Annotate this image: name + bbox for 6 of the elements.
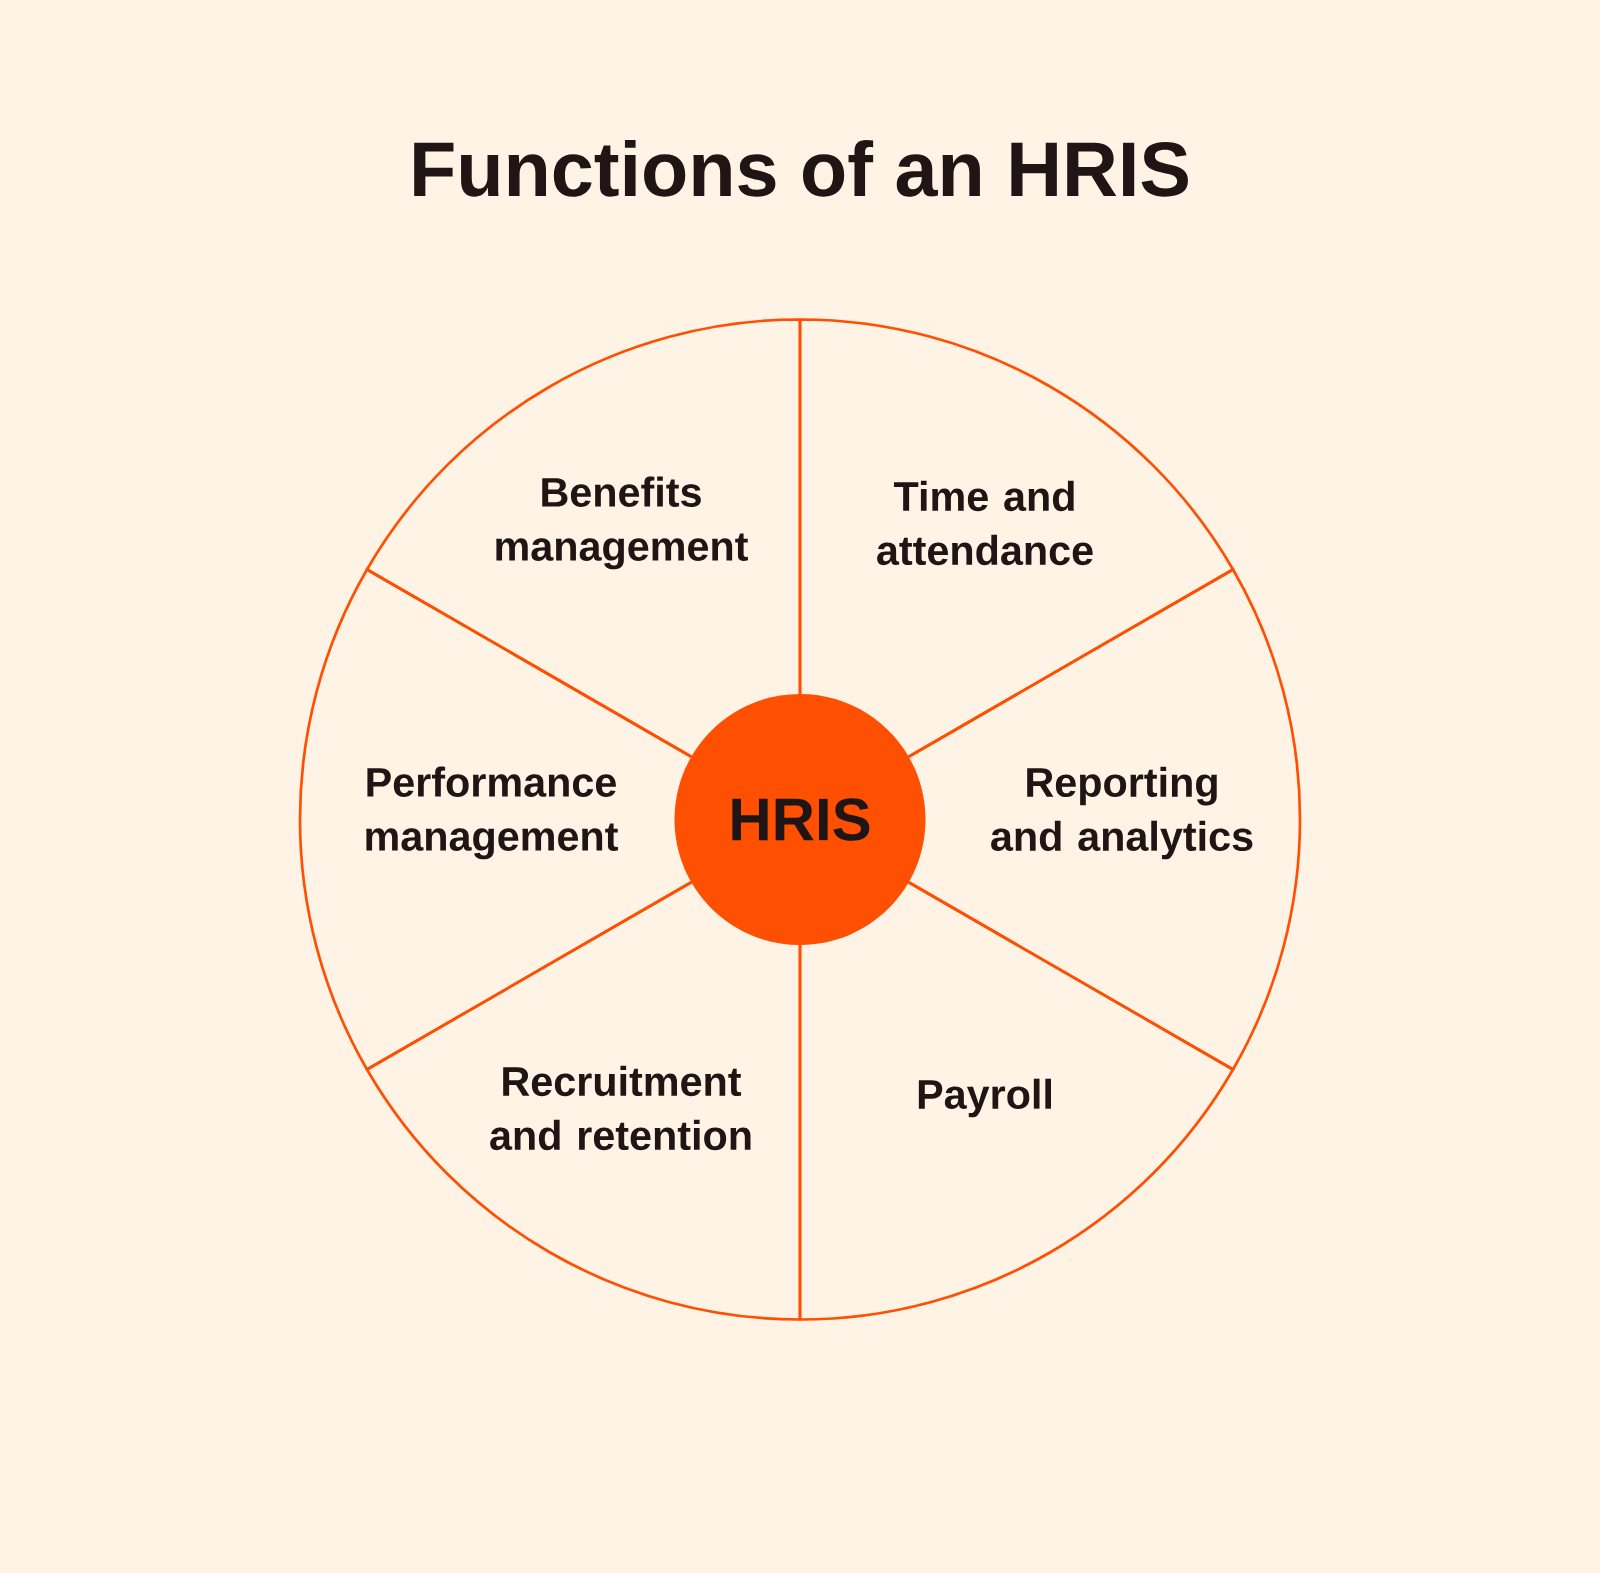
sector: Recruitment and retention <box>365 881 802 1321</box>
sector: Payroll <box>798 881 1235 1321</box>
sector: Benefits management <box>365 318 802 758</box>
title: Functions of an HRIS <box>414 139 1188 197</box>
sector: Time and attendance <box>798 318 1235 758</box>
sector: Reporting and analytics <box>908 568 1302 1071</box>
